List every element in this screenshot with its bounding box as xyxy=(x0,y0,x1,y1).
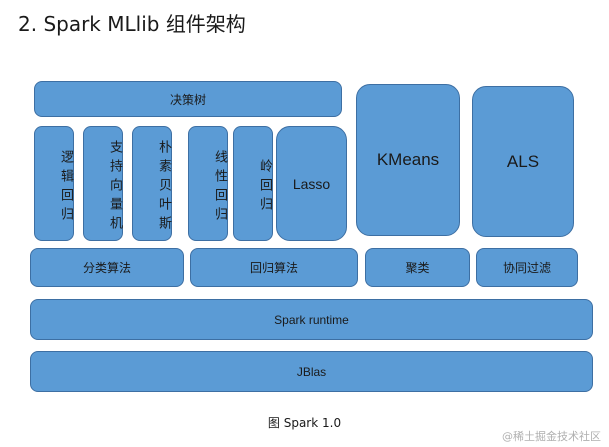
regression-box: 回归算法 xyxy=(190,248,358,287)
lasso-box: Lasso xyxy=(276,126,347,241)
clustering-box: 聚类 xyxy=(365,248,470,287)
als-label: ALS xyxy=(506,151,540,171)
jblas-label: JBlas xyxy=(296,364,327,379)
logistic-regression-label: 逻辑回归 xyxy=(58,149,73,226)
svm-label: 支持向量机 xyxy=(107,140,122,235)
spark-runtime-box: Spark runtime xyxy=(30,299,593,340)
collaborative-filtering-box: 协同过滤 xyxy=(476,248,578,287)
svm-box: 支持向量机 xyxy=(83,126,123,241)
linear-regression-box: 线性回归 xyxy=(188,126,228,241)
logistic-regression-box: 逻辑回归 xyxy=(34,126,74,241)
spark-runtime-label: Spark runtime xyxy=(274,312,349,327)
clustering-label: 聚类 xyxy=(405,261,430,275)
als-box: ALS xyxy=(472,86,574,237)
kmeans-label: KMeans xyxy=(376,150,440,169)
decision-tree-label: 决策树 xyxy=(169,92,206,107)
naive-bayes-box: 朴素贝叶斯 xyxy=(132,126,172,241)
collaborative-filtering-label: 协同过滤 xyxy=(502,261,551,275)
page-title: 2. Spark MLlib 组件架构 xyxy=(18,12,246,36)
regression-label: 回归算法 xyxy=(249,261,298,275)
classification-box: 分类算法 xyxy=(30,248,184,287)
jblas-box: JBlas xyxy=(30,351,593,392)
kmeans-box: KMeans xyxy=(356,84,460,236)
ridge-regression-label: 岭回归 xyxy=(257,159,272,216)
figure-caption: 图 Spark 1.0 xyxy=(267,416,342,430)
lasso-label: Lasso xyxy=(292,175,331,192)
ridge-regression-box: 岭回归 xyxy=(233,126,273,241)
watermark: @稀土掘金技术社区 xyxy=(502,430,601,443)
linear-regression-label: 线性回归 xyxy=(212,149,227,226)
classification-label: 分类算法 xyxy=(82,261,131,275)
decision-tree-box: 决策树 xyxy=(34,81,342,117)
naive-bayes-label: 朴素贝叶斯 xyxy=(156,140,171,235)
